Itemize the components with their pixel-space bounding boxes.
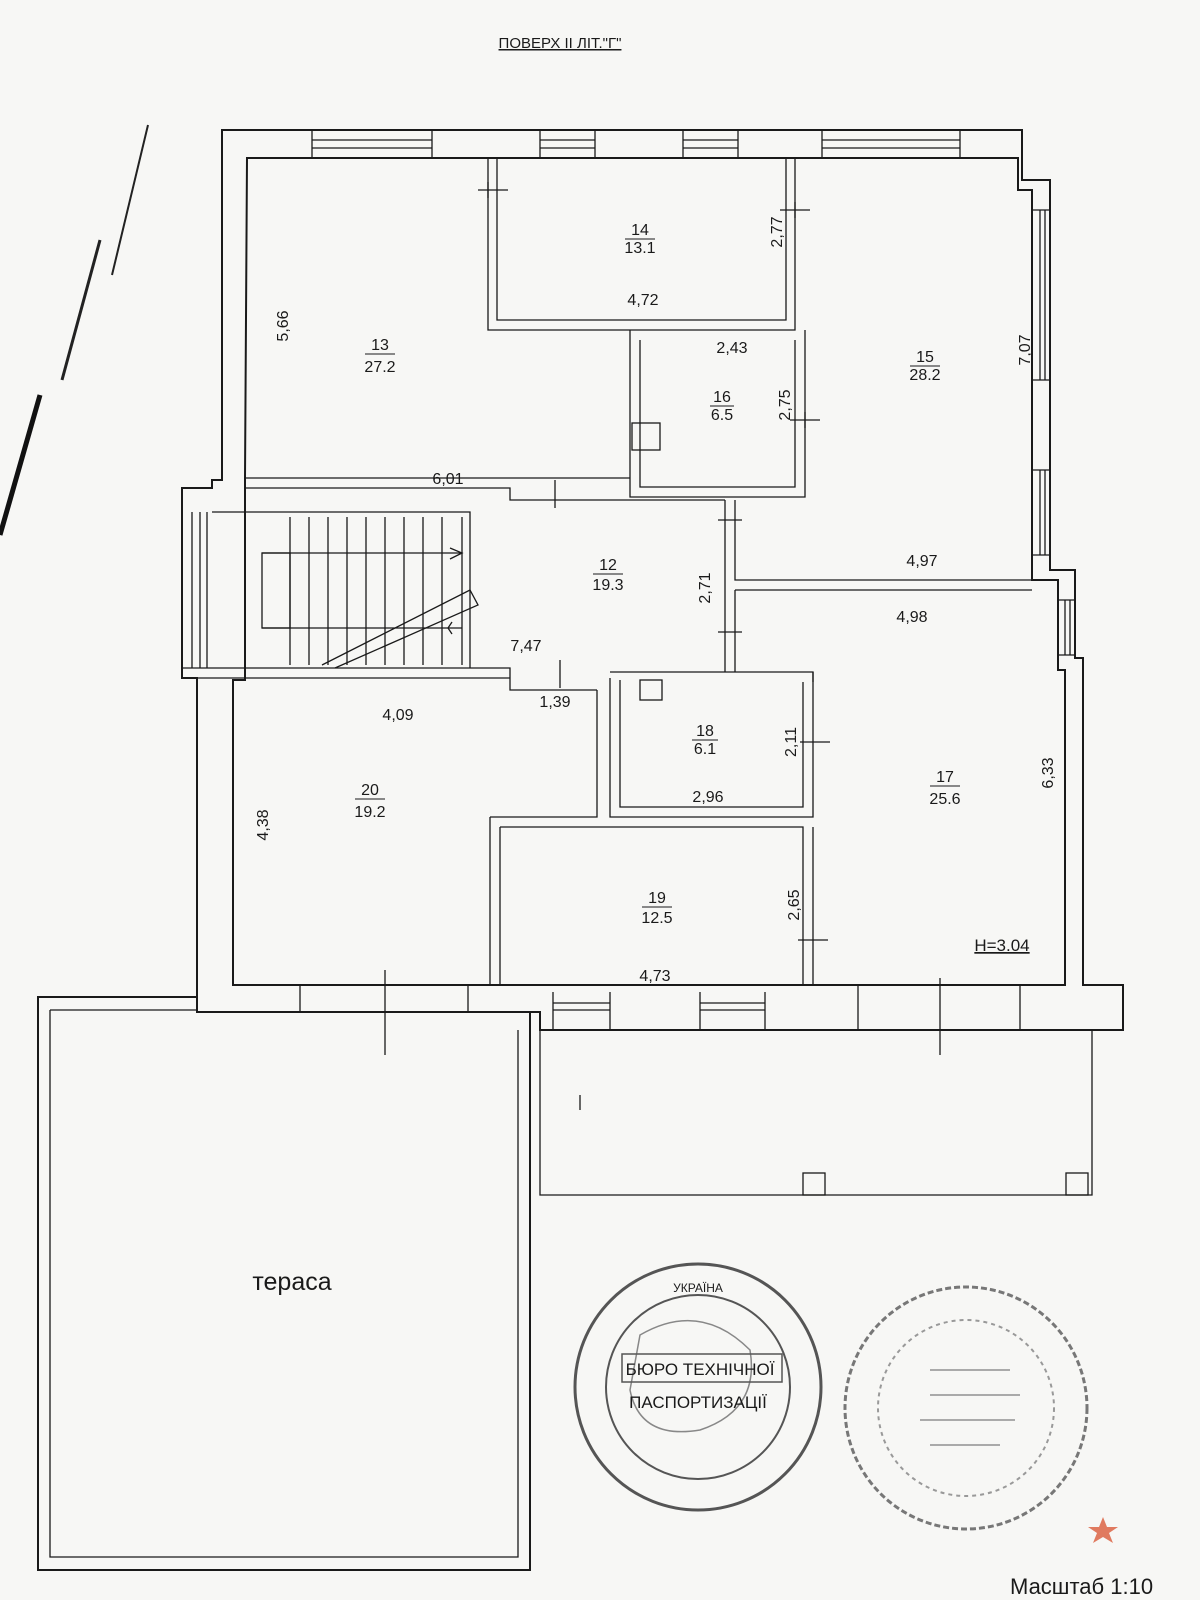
room-19: 19 12.5 [641, 890, 672, 927]
room-area: 12.5 [641, 910, 672, 927]
room-18: 18 6.1 [692, 723, 718, 758]
official-stamp-seal: УКРАЇНА БЮРО ТЕХНІЧНОЇ ПАСПОРТИЗАЦІЇ [573, 1262, 823, 1512]
window-bottom [299, 985, 1021, 1030]
room-area: 19.2 [354, 804, 385, 821]
dim-r13-width: 6,01 [432, 471, 463, 488]
door-marks [384, 182, 941, 1110]
dim-r16-height: 2,75 [777, 389, 794, 420]
dim-r20-width: 4,09 [382, 707, 413, 724]
stamp-ring-text: УКРАЇНА [673, 1281, 723, 1295]
dim-r19-width: 4,73 [639, 968, 670, 985]
room-14: 14 13.1 [624, 222, 655, 257]
room-number: 19 [648, 890, 666, 907]
window-right-1 [1032, 209, 1050, 381]
margin-stroke [111, 124, 149, 276]
staircase [261, 517, 479, 669]
room-13: 13 27.2 [364, 337, 395, 376]
room-number: 14 [631, 222, 649, 239]
room-number: 18 [696, 723, 714, 740]
dim-r17-height: 6,33 [1040, 757, 1057, 788]
star-mark [1088, 1517, 1118, 1543]
room-area: 28.2 [909, 367, 940, 384]
dim-r16-width: 2,43 [716, 340, 747, 357]
window-right-3 [1058, 599, 1075, 656]
dim-r18-height: 2,11 [783, 727, 800, 757]
terrace-label: тераса [252, 1268, 331, 1296]
window-top-2 [539, 130, 596, 158]
room-number: 13 [371, 337, 389, 354]
room-number: 12 [599, 557, 617, 574]
window-top-3 [682, 130, 739, 158]
margin-stroke [60, 239, 102, 381]
dim-r15-height: 7,07 [1017, 334, 1034, 365]
dim-r12-height: 2,71 [697, 572, 714, 603]
window-top-4 [821, 130, 961, 158]
room-15: 15 28.2 [909, 349, 940, 384]
plan-title: ПОВЕРХ ІІ ЛІТ."Г" [499, 35, 622, 52]
margin-stroke [0, 394, 43, 536]
room-number: 17 [936, 769, 954, 786]
room-17: 17 25.6 [929, 769, 960, 808]
room-area: 6.1 [694, 741, 716, 758]
dim-r12-width: 7,47 [510, 638, 541, 655]
room-area: 25.6 [929, 791, 960, 808]
dimensions: 5,66 6,01 2,77 4,72 2,43 2,75 7,07 4,97 … [255, 216, 1057, 985]
dim-r13-height: 5,66 [275, 310, 292, 341]
terrace [37, 996, 1093, 1571]
dim-r20-extra: 1,39 [539, 694, 570, 711]
outer-wall [181, 129, 1124, 1031]
dim-r14-width: 4,72 [627, 292, 658, 309]
stamp-line-1: БЮРО ТЕХНІЧНОЇ [626, 1360, 775, 1379]
room-area: 19.3 [592, 577, 623, 594]
room-number: 16 [713, 389, 731, 406]
interior-walls [182, 158, 1032, 986]
room-area: 27.2 [364, 359, 395, 376]
window-right-2 [1032, 469, 1050, 556]
dim-r15-width: 4,97 [906, 553, 937, 570]
window-top-1 [311, 130, 433, 158]
stamp-line-2: ПАСПОРТИЗАЦІЇ [629, 1393, 767, 1412]
room-16: 16 6.5 [710, 389, 734, 424]
room-20: 20 19.2 [354, 782, 385, 821]
window-left-stair [191, 512, 208, 668]
room-number: 20 [361, 782, 379, 799]
dim-r18-width: 2,96 [692, 789, 723, 806]
room-number: 15 [916, 349, 934, 366]
room-area: 6.5 [711, 407, 733, 424]
scale-label: Масштаб 1:10 [1010, 1574, 1153, 1599]
room-area: 13.1 [624, 240, 655, 257]
dim-r19-height: 2,65 [786, 889, 803, 920]
dim-r20-height: 4,38 [255, 809, 272, 840]
ceiling-height-label: H=3.04 [974, 936, 1029, 955]
dim-r17-width: 4,98 [896, 609, 927, 626]
faded-stamp-seal [843, 1285, 1089, 1531]
dim-r14-height: 2,77 [769, 216, 786, 247]
room-12: 12 19.3 [592, 557, 623, 594]
